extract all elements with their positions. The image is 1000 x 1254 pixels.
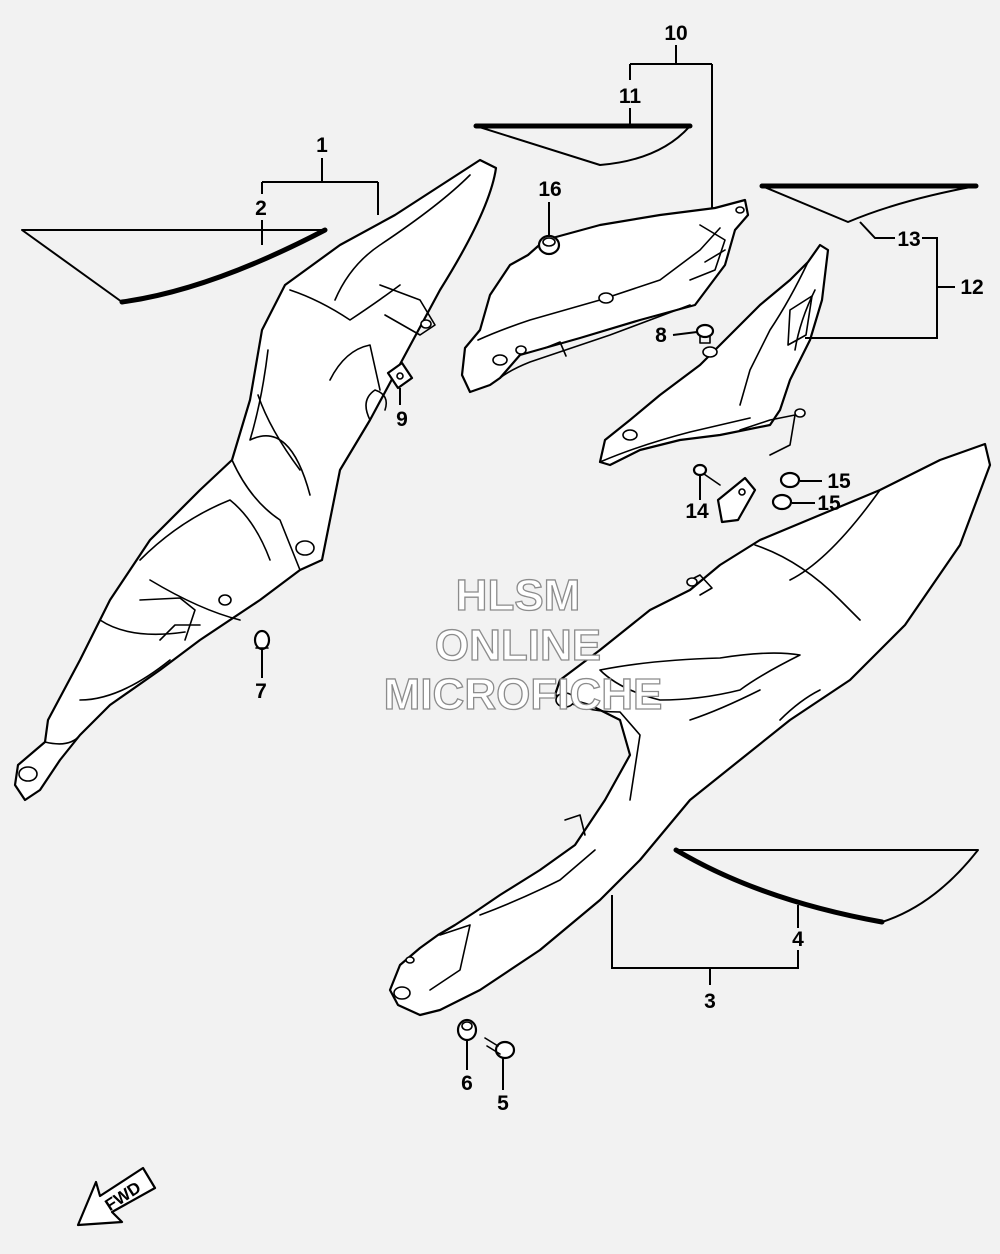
callout-15-lower: 15 — [817, 492, 841, 515]
part-8-screw — [695, 323, 715, 344]
part-13-right-upper-decal — [759, 183, 979, 223]
part-6-cushion — [456, 1018, 478, 1042]
part-7-grommet — [253, 629, 271, 651]
callout-3: 3 — [704, 990, 716, 1013]
part-15-nut-upper — [779, 471, 801, 489]
callout-4: 4 — [792, 928, 804, 951]
callout-9: 9 — [396, 408, 408, 431]
callout-numbers: 1 2 3 4 5 6 7 8 9 10 11 12 13 14 15 15 1… — [255, 22, 984, 1115]
watermark-line-1: HLSM — [456, 571, 581, 620]
part-5-bolt — [484, 1037, 516, 1060]
part-4-lower-right-decal — [673, 847, 979, 925]
callout-12: 12 — [960, 276, 983, 299]
part-1-left-frame-cover — [13, 158, 498, 802]
watermark-line-2: ONLINE — [435, 621, 601, 670]
callout-13: 13 — [897, 228, 920, 251]
callout-2: 2 — [255, 197, 267, 220]
part-10-rear-left-cover — [460, 198, 750, 394]
part-3-right-frame-cover — [388, 442, 992, 1017]
part-14-screw — [692, 463, 721, 486]
part-15-nut-lower — [771, 493, 793, 511]
callout-10: 10 — [664, 22, 687, 45]
watermark-line-3: MICROFICHE — [384, 670, 663, 719]
forward-direction-arrow: FWD — [76, 1166, 157, 1227]
callout-11: 11 — [619, 85, 642, 108]
part-11-upper-decal — [473, 123, 693, 166]
callout-8: 8 — [655, 324, 667, 347]
callout-6: 6 — [461, 1072, 473, 1095]
watermark: HLSM ONLINE MICROFICHE — [383, 570, 663, 719]
callout-16: 16 — [538, 178, 561, 201]
callout-15-upper: 15 — [827, 470, 851, 493]
callout-1: 1 — [316, 134, 328, 157]
part-12-rear-right-cover — [598, 243, 830, 467]
callout-7: 7 — [255, 680, 267, 703]
callout-14: 14 — [685, 500, 709, 523]
part-16-cushion — [537, 234, 561, 256]
part-2-left-decal — [21, 227, 328, 305]
callout-5: 5 — [497, 1092, 509, 1115]
part-9-clip-nut — [386, 361, 414, 390]
leader-lines — [261, 45, 955, 1090]
part-bracket — [716, 476, 757, 524]
